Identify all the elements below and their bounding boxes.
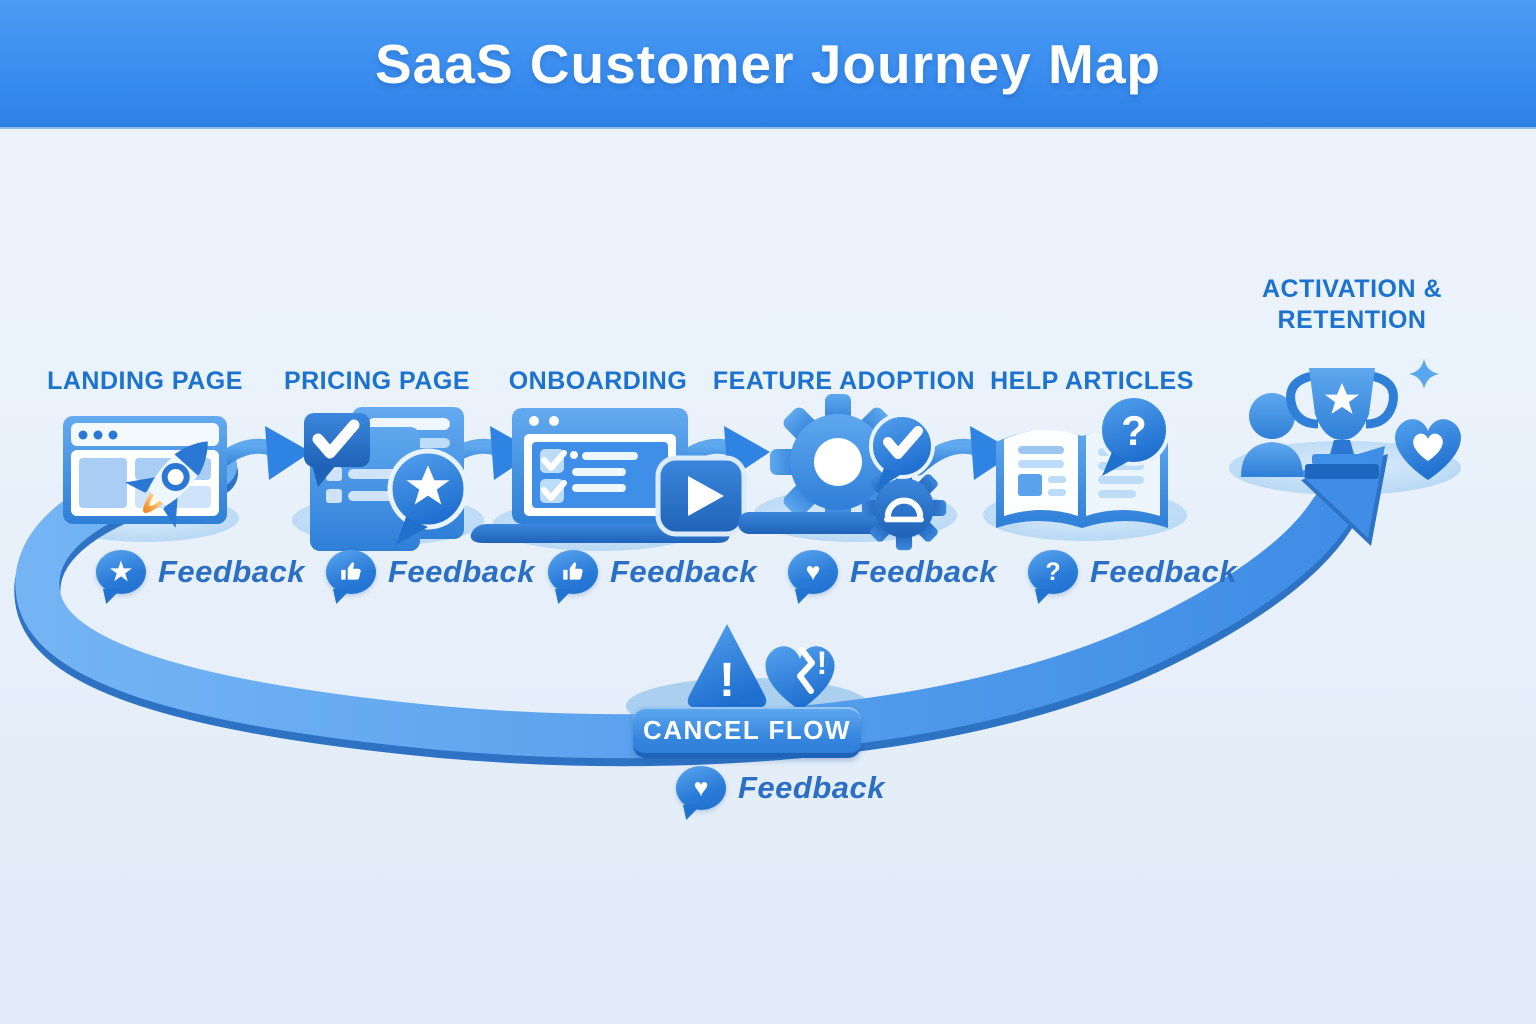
thumbs-up-icon xyxy=(341,562,361,580)
question-glyph: ? xyxy=(1121,407,1147,454)
feedback-label: Feedback xyxy=(1090,554,1238,589)
trophy-icon xyxy=(1286,368,1398,479)
feedback-help-articles: ? Feedback xyxy=(1028,546,1237,598)
warning-triangle-icon: ! xyxy=(687,624,767,708)
stage-label-help-articles: HELP ARTICLES xyxy=(990,367,1194,395)
gears-check-icon xyxy=(738,394,947,551)
user-trophy-heart-icon xyxy=(1241,359,1461,480)
heart-bubble-icon: ♥ xyxy=(676,766,726,810)
sparkle-icon xyxy=(1409,359,1439,389)
star-bubble-icon: ★ xyxy=(96,550,146,594)
question-bubble-icon: ? xyxy=(1028,550,1078,594)
page-title: SaaS Customer Journey Map xyxy=(374,32,1162,95)
cancel-loop-arrow xyxy=(14,444,1388,767)
check-bubble-icon xyxy=(869,413,935,490)
cancel-flow-button: CANCEL FLOW xyxy=(633,707,861,758)
heart-icon xyxy=(1395,419,1461,480)
play-button-icon xyxy=(655,455,747,537)
heart-glyph: ♥ xyxy=(693,773,709,802)
feedback-cancel-flow: ♥ Feedback xyxy=(676,762,885,814)
heart-exclamation-glyph: ! xyxy=(817,645,828,681)
feedback-label: Feedback xyxy=(158,554,306,589)
feedback-landing-page: ★ Feedback xyxy=(96,546,305,598)
stage-label-pricing-page: PRICING PAGE xyxy=(283,367,471,395)
broken-heart-icon: ! xyxy=(765,645,835,710)
feedback-onboarding: Feedback xyxy=(548,546,757,598)
laptop-checklist-play-icon xyxy=(470,408,747,543)
stage-label-landing-page: LANDING PAGE xyxy=(47,367,243,395)
header-bar: SaaS Customer Journey Map xyxy=(0,0,1536,129)
heart-glyph: ♥ xyxy=(805,557,821,586)
cancel-flow-label: CANCEL FLOW xyxy=(642,714,852,745)
pricing-list-star-icon xyxy=(304,407,469,551)
stage-label-onboarding: ONBOARDING xyxy=(508,367,688,395)
warning-exclamation-glyph: ! xyxy=(719,654,735,707)
feedback-label: Feedback xyxy=(610,554,758,589)
check-bubble-icon xyxy=(304,413,370,487)
feedback-pricing-page: Feedback xyxy=(326,546,535,598)
star-glyph: ★ xyxy=(109,557,133,586)
heart-bubble-icon: ♥ xyxy=(788,550,838,594)
feedback-label: Feedback xyxy=(388,554,536,589)
star-bubble-badge-icon xyxy=(387,448,469,545)
stage-label-activation-retention: ACTIVATION & RETENTION xyxy=(1261,275,1443,335)
feedback-feature-adoption: ♥ Feedback xyxy=(788,546,997,598)
thumb-bubble-icon xyxy=(326,550,376,594)
user-icon xyxy=(1241,393,1303,477)
thumbs-up-bubble-icon xyxy=(548,550,598,594)
thumbs-up-icon xyxy=(563,562,583,580)
feedback-label: Feedback xyxy=(738,770,886,805)
stage-label-feature-adoption: FEATURE ADOPTION xyxy=(712,367,976,395)
feedback-label: Feedback xyxy=(850,554,998,589)
book-question-icon: ? xyxy=(996,394,1170,528)
question-glyph: ? xyxy=(1045,557,1061,586)
browser-rocket-icon xyxy=(63,416,227,529)
question-bubble-badge-icon: ? xyxy=(1098,394,1170,476)
rocket-icon xyxy=(124,441,208,529)
